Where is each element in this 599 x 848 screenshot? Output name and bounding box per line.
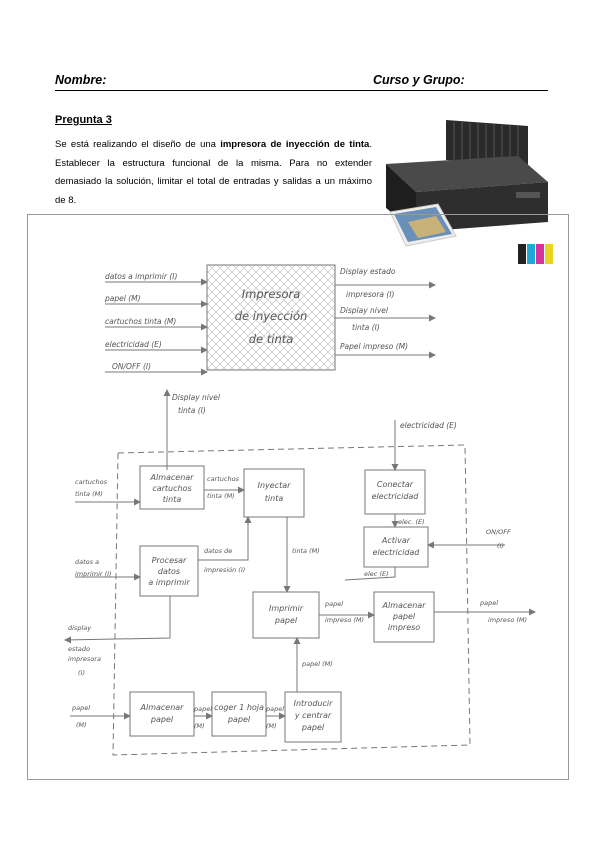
- printer-image: [386, 120, 553, 264]
- course-group-label: Curso y Grupo:: [373, 73, 465, 87]
- question-text: Se está realizando el diseño de una impr…: [55, 136, 372, 210]
- question-text-start: Se está realizando el diseño de una: [55, 139, 221, 150]
- header-bar: Nombre: Curso y Grupo:: [55, 70, 548, 91]
- question-text-bold: impresora de inyección de tinta: [220, 139, 370, 150]
- name-label: Nombre:: [55, 73, 107, 87]
- question-title: Pregunta 3: [55, 114, 112, 126]
- diagram-frame: [27, 214, 569, 780]
- question-text-end: . Establecer la estructura funcional de …: [55, 139, 372, 206]
